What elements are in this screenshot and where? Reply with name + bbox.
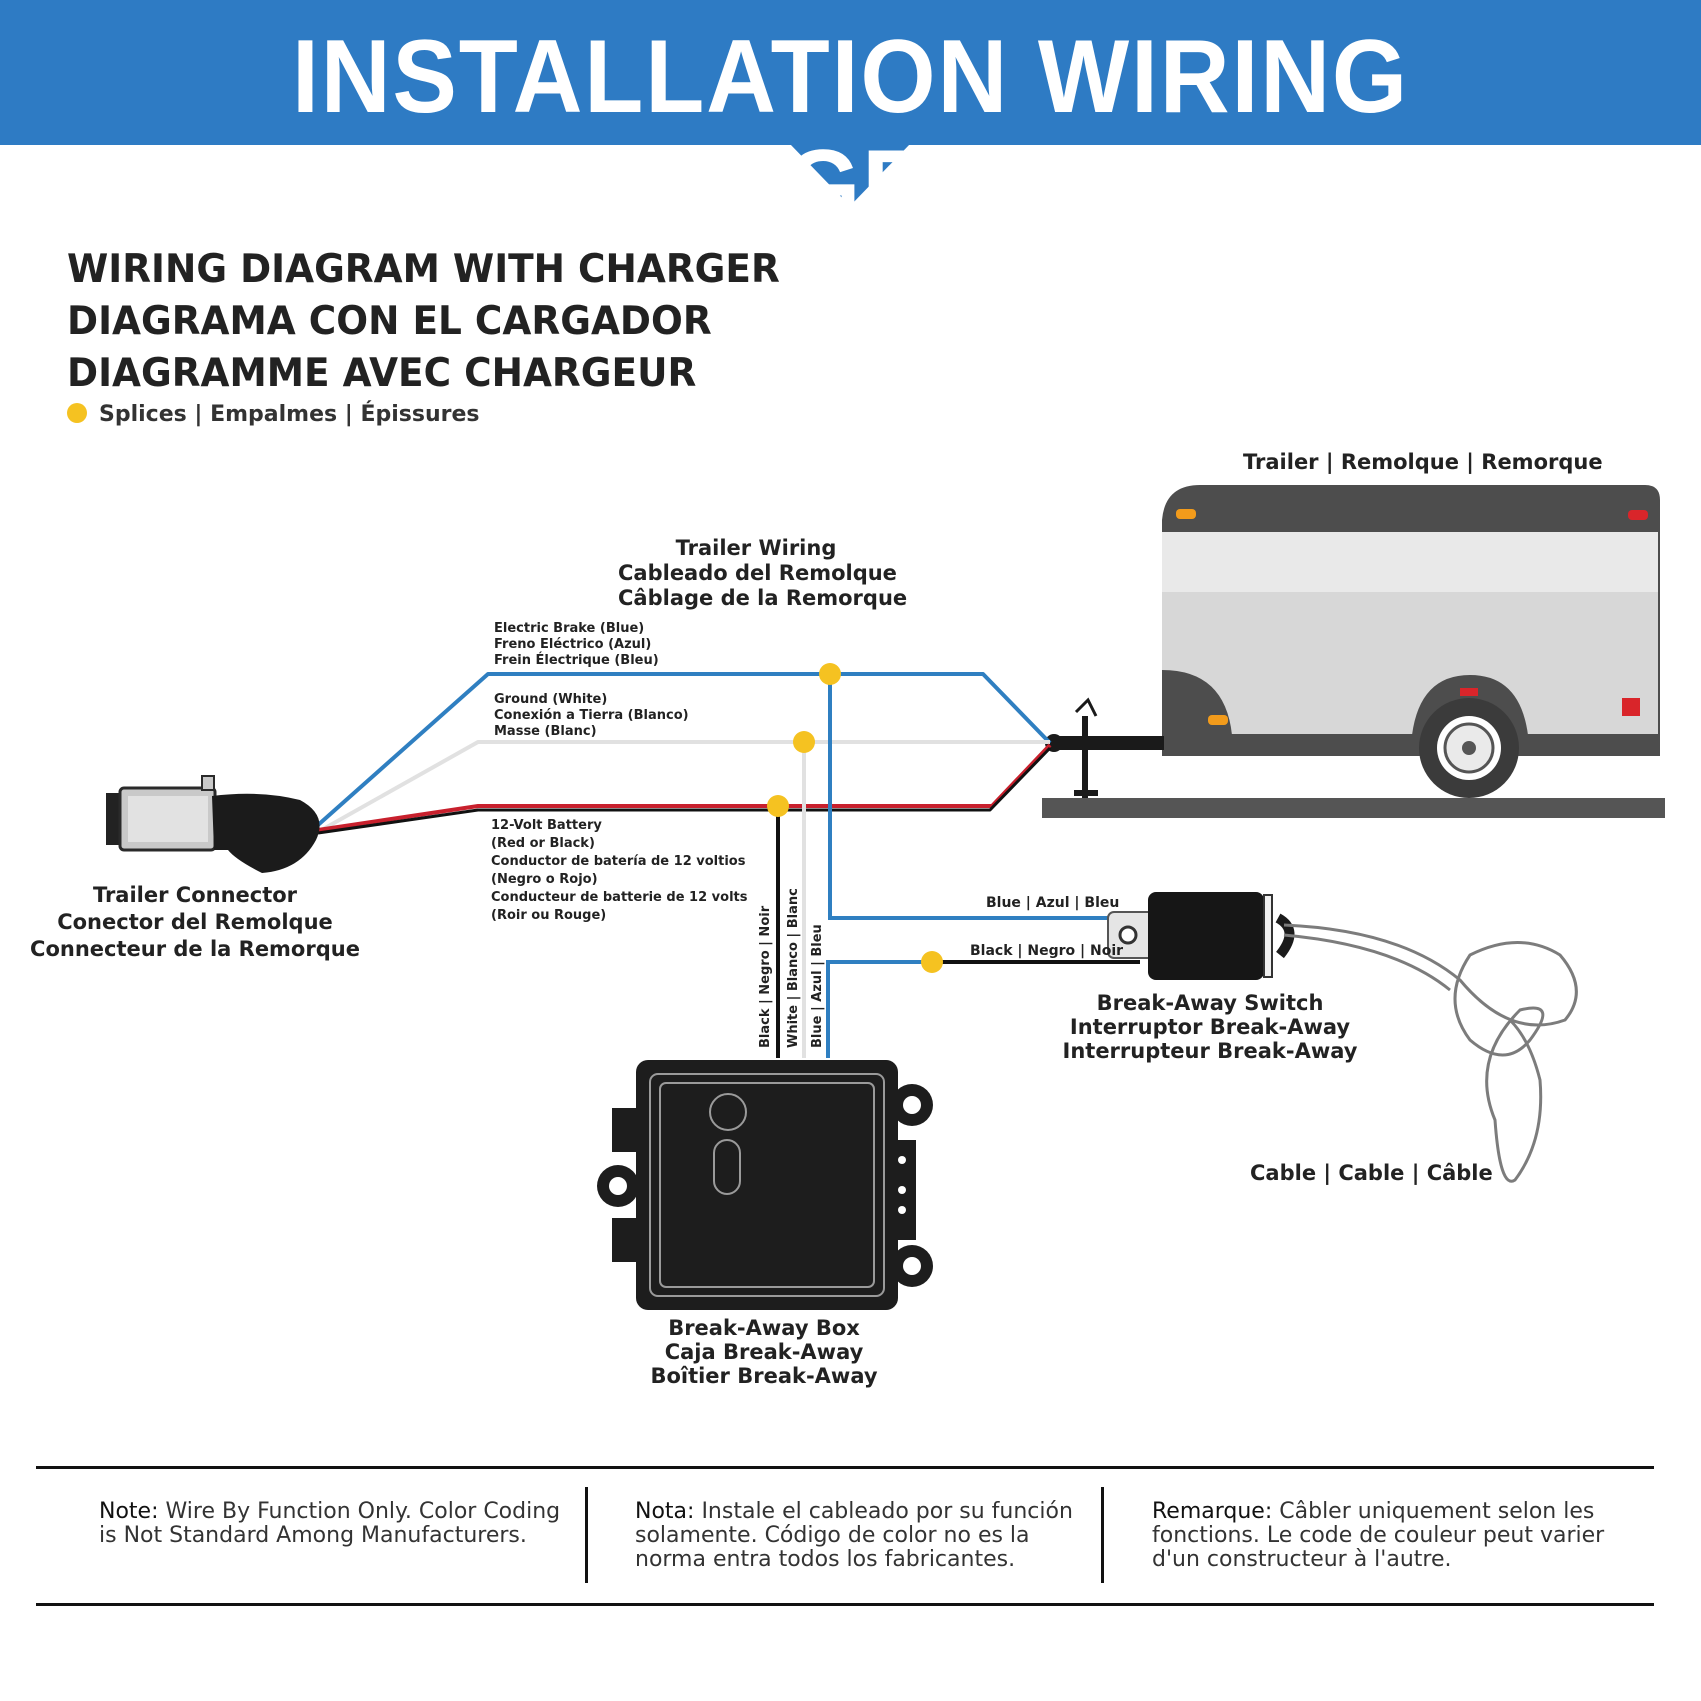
- trailer-connector-icon: [106, 775, 320, 873]
- trailer-wiring-label: Trailer Wiring Cableado del Remolque Câb…: [618, 536, 908, 611]
- notes-divider-1: [585, 1487, 588, 1583]
- splice-switch: [921, 951, 943, 973]
- trailer-wiring: [316, 672, 1052, 835]
- breakaway-box-label-en: Break-Away Box: [668, 1316, 860, 1340]
- switch-blue-wire: [828, 674, 1140, 920]
- breakaway-cable-icon: [1283, 923, 1578, 1183]
- breakaway-box-label: Break-Away Box Caja Break-Away Boîtier B…: [614, 1316, 914, 1388]
- notes-top-rule: [36, 1466, 1654, 1469]
- brake-wire-blue: [316, 672, 1052, 827]
- splice-dot-icon: [67, 403, 87, 423]
- diagram-heading-en: WIRING DIAGRAM WITH CHARGER: [67, 247, 780, 292]
- battery-wire-black: [317, 746, 1052, 835]
- breakaway-box-icon: [597, 1060, 933, 1310]
- diagram-heading-es: DIAGRAMA CON EL CARGADOR: [67, 299, 712, 344]
- battery-label-es-color: (Negro o Rojo): [491, 872, 598, 887]
- breakaway-switch-label-fr: Interrupteur Break-Away: [1062, 1039, 1358, 1063]
- splice-points: [767, 663, 943, 973]
- trailer-icon: [1162, 485, 1660, 798]
- cable-label: Cable | Cable | Câble: [1250, 1161, 1493, 1185]
- note-french-text: Câbler uniquement selon les fonctions. L…: [1152, 1499, 1605, 1572]
- electric-brake-label-en: Electric Brake (Blue): [494, 621, 645, 636]
- note-french: Remarque: Câbler uniquement selon les fo…: [1152, 1500, 1622, 1572]
- white-wire-label: White | Blanco | Blanc: [786, 888, 801, 1048]
- ground-label-es: Conexión a Tierra (Blanco): [494, 708, 689, 723]
- switch-blue-label: Blue | Azul | Bleu: [986, 895, 1120, 911]
- ground-label-fr: Masse (Blanc): [494, 724, 597, 739]
- ground-label-en: Ground (White): [494, 692, 608, 707]
- trailer-wiring-label-en: Trailer Wiring: [675, 536, 837, 560]
- title-banner: [0, 0, 1701, 145]
- breakaway-switch-label-en: Break-Away Switch: [1096, 991, 1324, 1015]
- battery-label-fr-color: (Roir ou Rouge): [491, 908, 607, 923]
- battery-label-es: Conductor de batería de 12 voltios: [491, 854, 746, 869]
- notes-bottom-rule: [36, 1603, 1654, 1606]
- splice-legend-label: Splices | Empalmes | Épissures: [99, 402, 480, 427]
- electric-brake-label-fr: Frein Électrique (Bleu): [494, 653, 659, 668]
- note-english: Note: Wire By Function Only. Color Codin…: [99, 1500, 569, 1548]
- note-spanish-key: Nota:: [635, 1499, 695, 1524]
- breakaway-box-label-fr: Boîtier Break-Away: [650, 1364, 878, 1388]
- note-french-key: Remarque:: [1152, 1499, 1273, 1524]
- notes-divider-2: [1101, 1487, 1104, 1583]
- splice-black: [767, 795, 789, 817]
- breakaway-box-wires: [776, 674, 1140, 1058]
- page-title: INSTALLATION WIRING DIAGRAM: [291, 19, 1410, 245]
- trailer-connector-label-fr: Connecteur de la Remorque: [30, 937, 360, 961]
- note-english-text: Wire By Function Only. Color Coding is N…: [99, 1499, 561, 1548]
- box-blue-wire: [826, 960, 932, 1058]
- trailer-connector-label-en: Trailer Connector: [92, 883, 298, 907]
- banner-pointer: [790, 144, 910, 206]
- black-wire-label: Black | Negro | Noir: [758, 905, 773, 1048]
- switch-black-label: Black | Negro | Noir: [970, 943, 1124, 959]
- trailer-label: Trailer | Remolque | Remorque: [1243, 450, 1603, 474]
- blue-wire-label: Blue | Azul | Bleu: [810, 924, 825, 1048]
- splice-legend: Splices | Empalmes | Épissures: [67, 402, 480, 427]
- trailer-connector-label-es: Conector del Remolque: [57, 910, 333, 934]
- breakaway-box-label-es: Caja Break-Away: [664, 1340, 864, 1364]
- note-english-key: Note:: [99, 1499, 159, 1524]
- diagram-heading-fr: DIAGRAMME AVEC CHARGEUR: [67, 351, 697, 396]
- breakaway-switch-icon: [1107, 892, 1295, 980]
- note-spanish: Nota: Instale el cableado por su función…: [635, 1500, 1105, 1572]
- battery-label-en: 12-Volt Battery: [491, 818, 602, 833]
- electric-brake-label: Electric Brake (Blue) Freno Eléctrico (A…: [494, 621, 659, 669]
- note-spanish-text: Instale el cableado por su función solam…: [635, 1499, 1073, 1572]
- breakaway-switch-label: Break-Away Switch Interruptor Break-Away…: [1060, 991, 1360, 1063]
- ground-label: Ground (White) Conexión a Tierra (Blanco…: [494, 692, 689, 740]
- trailer-wiring-label-fr: Câblage de la Remorque: [618, 586, 908, 610]
- splice-blue: [819, 663, 841, 685]
- electric-brake-label-es: Freno Eléctrico (Azul): [494, 637, 652, 652]
- splice-white: [793, 731, 815, 753]
- battery-label: 12-Volt Battery (Red or Black) Conductor…: [491, 817, 747, 925]
- battery-wire-red: [317, 743, 1052, 832]
- trailer-tongue: [1045, 697, 1164, 798]
- battery-label-fr: Conducteur de batterie de 12 volts: [491, 890, 748, 905]
- breakaway-switch-label-es: Interruptor Break-Away: [1069, 1015, 1351, 1039]
- ground-line: [1042, 798, 1665, 818]
- trailer-wiring-label-es: Cableado del Remolque: [618, 561, 897, 585]
- trailer-connector-label: Trailer Connector Conector del Remolque …: [30, 882, 360, 963]
- ground-wire-white: [317, 740, 1050, 834]
- battery-label-en-color: (Red or Black): [491, 836, 595, 851]
